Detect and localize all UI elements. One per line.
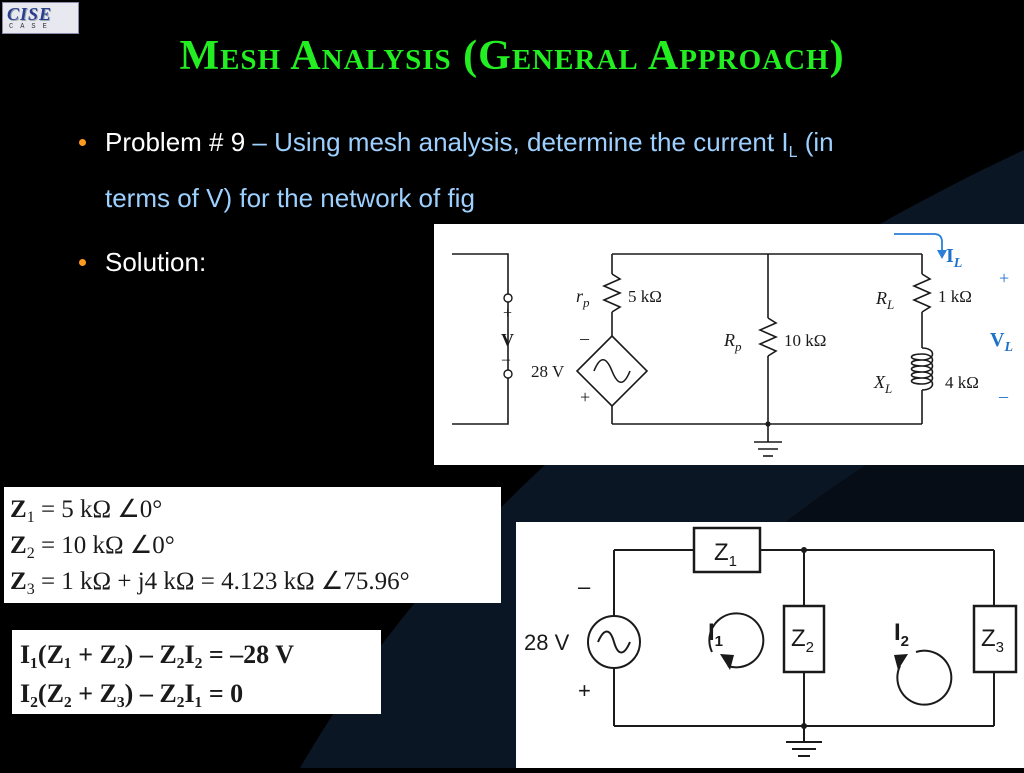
logo: CISE CASE bbox=[2, 2, 79, 34]
z2-box bbox=[782, 604, 826, 674]
source-value: 28 V bbox=[531, 362, 565, 381]
problem-dash: – bbox=[245, 127, 275, 157]
impedance-equations: Z1 = 5 kΩ ∠0° Z2 = 10 kΩ ∠0° Z3 = 1 kΩ +… bbox=[10, 496, 410, 598]
current-label: IL bbox=[946, 245, 962, 271]
mesh-diagram: Z1 Z2 Z3 I1 I2 28 V – + bbox=[524, 526, 1018, 757]
solution-label: Solution: bbox=[105, 247, 207, 277]
z2-label: Z2 bbox=[791, 625, 814, 656]
bullet-problem: Problem # 9 – Using mesh analysis, deter… bbox=[105, 114, 1005, 171]
Rp-label: Rp bbox=[723, 330, 742, 354]
mesh-figure: Z1 Z2 Z3 I1 I2 28 V – + bbox=[516, 522, 1024, 768]
z3-box bbox=[972, 604, 1018, 674]
problem-subscript: L bbox=[788, 144, 798, 162]
current-arrow bbox=[894, 233, 943, 254]
slide-title: Mesh Analysis (General Approach) bbox=[179, 33, 845, 79]
vl-minus: – bbox=[998, 386, 1009, 406]
logo-subtitle: CASE bbox=[9, 23, 54, 31]
XL-label: XL bbox=[873, 372, 892, 396]
logo-text: CISE bbox=[7, 4, 53, 24]
mesh-equations: I₁(Z₁ + Z₂) – Z₂I₂ = –28 V I₂(Z₂ + Z₃) –… bbox=[20, 640, 294, 708]
input-minus-label: – bbox=[501, 351, 511, 368]
circuit-diagram: + V – IL + VL – rp 5 kΩ – 28 V + Rp 10 k… bbox=[452, 233, 1013, 457]
z1-box bbox=[692, 526, 762, 574]
rp-label: rp bbox=[576, 286, 590, 310]
RL-value: 1 kΩ bbox=[938, 287, 972, 306]
equation-2: I₂(Z₂ + Z₃) – Z₂I₁ = 0 bbox=[20, 679, 243, 708]
RL-label: RL bbox=[875, 288, 894, 312]
input-v-label: V bbox=[501, 330, 514, 350]
bullet-marker bbox=[79, 139, 86, 146]
i1-label: I1 bbox=[708, 619, 723, 650]
source-plus: + bbox=[580, 387, 590, 407]
problem-number: Problem # 9 bbox=[105, 127, 246, 157]
source-minus: – bbox=[579, 328, 590, 348]
equation-1: I₁(Z₁ + Z₂) – Z₂I₂ = –28 V bbox=[20, 640, 294, 669]
impedance-z2: Z2 = 10 kΩ ∠0° bbox=[10, 532, 175, 562]
equations-box: I₁(Z₁ + Z₂) – Z₂I₂ = –28 V I₂(Z₂ + Z₃) –… bbox=[12, 630, 381, 714]
impedance-z1: Z1 = 5 kΩ ∠0° bbox=[10, 496, 162, 526]
XL-value: 4 kΩ bbox=[945, 373, 979, 392]
z3-label: Z3 bbox=[981, 625, 1004, 656]
source-plus-sign: + bbox=[578, 678, 591, 703]
z1-label: Z1 bbox=[714, 539, 737, 570]
circuit-figure: + V – IL + VL – rp 5 kΩ – 28 V + Rp 10 k… bbox=[434, 224, 1024, 465]
rp-value: 5 kΩ bbox=[628, 287, 662, 306]
problem-line-2: terms of V) for the network of fig bbox=[105, 183, 475, 213]
source-minus-sign: – bbox=[578, 574, 591, 599]
input-plus-label: + bbox=[503, 305, 512, 322]
source-voltage-label: 28 V bbox=[524, 630, 570, 655]
problem-text-end: (in bbox=[797, 127, 834, 157]
vl-label: VL bbox=[990, 329, 1013, 355]
problem-text: Using mesh analysis, determine the curre… bbox=[274, 127, 789, 157]
vl-plus: + bbox=[999, 268, 1009, 288]
i2-label: I2 bbox=[894, 619, 909, 650]
impedance-z3: Z3 = 1 kΩ + j4 kΩ = 4.123 kΩ ∠75.96° bbox=[10, 568, 410, 598]
bullet-marker bbox=[79, 259, 86, 266]
Rp-value: 10 kΩ bbox=[784, 331, 826, 350]
impedance-box: Z1 = 5 kΩ ∠0° Z2 = 10 kΩ ∠0° Z3 = 1 kΩ +… bbox=[4, 487, 501, 603]
